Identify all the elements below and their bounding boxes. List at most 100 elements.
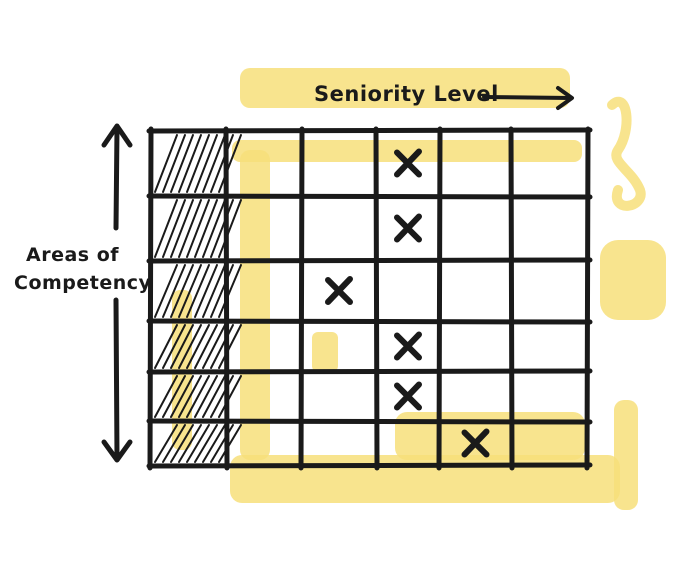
hatch-stroke	[202, 199, 226, 258]
y-axis-label-line1: Areas of	[26, 244, 120, 266]
hatch-stroke	[170, 424, 194, 463]
hatch-stroke	[178, 375, 202, 418]
hatch-stroke	[162, 424, 186, 463]
hatch-stroke	[194, 324, 218, 369]
hatch-stroke	[178, 134, 202, 193]
hatch-stroke	[218, 324, 242, 369]
hatch-stroke	[178, 324, 202, 369]
hatch-stroke	[162, 375, 186, 418]
x-axis-label: Seniority Level	[314, 82, 499, 106]
hatch-stroke	[194, 134, 218, 193]
hatch-stroke	[194, 375, 218, 418]
y-axis-label-line2: Competency	[14, 272, 152, 294]
y-axis-arrow-down-head	[101, 439, 133, 463]
hatch-stroke	[202, 264, 226, 318]
hatch-stroke	[202, 424, 226, 463]
hatch-stroke	[162, 134, 186, 193]
hatch-stroke	[178, 264, 202, 318]
hatch-stroke	[186, 264, 210, 318]
x-marks	[325, 148, 490, 458]
hatch-stroke	[194, 264, 218, 318]
y-axis-arrow-up-head	[101, 123, 133, 148]
grid-column-line	[373, 126, 380, 471]
x-mark-stroke	[325, 276, 353, 305]
grid-column-line	[584, 126, 591, 471]
highlight-stroke	[600, 240, 666, 320]
highlight-squiggle	[607, 97, 646, 211]
grid-column-line	[223, 126, 230, 471]
grid-row-line	[146, 368, 593, 375]
hatch-stroke	[162, 324, 186, 369]
hatch-stroke	[186, 199, 210, 258]
hatch-stroke	[154, 134, 178, 193]
hatched-column	[154, 134, 242, 463]
hatch-stroke	[170, 375, 194, 418]
x-mark	[394, 213, 422, 243]
hatch-stroke	[154, 375, 178, 418]
hatch-stroke	[202, 134, 226, 193]
hatch-stroke	[162, 264, 186, 318]
hatch-stroke	[194, 424, 218, 463]
hatch-stroke	[210, 324, 234, 369]
hatch-stroke	[210, 134, 234, 193]
grid-row-line	[146, 127, 593, 134]
hatch-stroke	[170, 264, 194, 318]
x-mark	[325, 276, 353, 305]
hatch-stroke	[186, 134, 210, 193]
hatch-stroke	[154, 324, 178, 369]
highlight-stroke	[230, 455, 620, 503]
x-mark-stroke	[394, 381, 422, 411]
hatch-stroke	[154, 264, 178, 318]
axis-arrows	[101, 86, 574, 463]
x-axis-arrow-head	[556, 86, 574, 110]
x-mark-stroke	[461, 428, 490, 458]
hatch-stroke	[218, 199, 242, 258]
x-mark-stroke	[394, 331, 422, 361]
highlight-stroke	[614, 400, 638, 510]
hatch-stroke	[218, 424, 242, 463]
x-mark	[394, 148, 422, 178]
x-mark	[394, 381, 422, 411]
grid-row-line	[146, 193, 593, 200]
hatch-stroke	[210, 375, 234, 418]
highlight-stroke	[312, 332, 338, 372]
yellow-highlight-strokes	[172, 68, 666, 510]
highlight-stroke	[232, 140, 582, 162]
grid-row-line	[146, 462, 593, 469]
grid-column-line	[147, 126, 154, 471]
x-axis-arrow-shaft	[482, 95, 572, 100]
hatch-stroke	[170, 199, 194, 258]
hatch-stroke	[178, 199, 202, 258]
x-mark	[394, 331, 422, 361]
y-axis-arrow-upper-shaft	[113, 125, 120, 231]
hatch-stroke	[218, 134, 242, 193]
x-mark-stroke	[394, 148, 422, 178]
hatch-stroke	[194, 199, 218, 258]
hatch-stroke	[170, 134, 194, 193]
hatch-stroke	[170, 324, 194, 369]
y-axis-arrow-lower-shaft	[113, 297, 120, 461]
hatch-stroke	[186, 375, 210, 418]
hatch-stroke	[202, 375, 226, 418]
highlight-stroke	[240, 150, 270, 460]
grid-row-line	[146, 318, 593, 325]
grid-column-line	[298, 126, 305, 471]
hatch-stroke	[154, 424, 178, 463]
grid-column-line	[508, 126, 515, 471]
hatch-stroke	[202, 324, 226, 369]
x-mark-stroke	[394, 213, 422, 243]
grid-lines	[146, 126, 593, 471]
hatch-stroke	[218, 264, 242, 318]
x-mark	[461, 428, 490, 458]
hatch-stroke	[178, 424, 202, 463]
hatch-stroke	[162, 199, 186, 258]
hatch-stroke	[210, 199, 234, 258]
grid-column-line	[436, 126, 443, 471]
grid-row-line	[146, 418, 593, 425]
hatch-stroke	[154, 199, 178, 258]
grid-row-line	[146, 257, 593, 264]
hatch-stroke	[186, 424, 210, 463]
hatch-stroke	[186, 324, 210, 369]
